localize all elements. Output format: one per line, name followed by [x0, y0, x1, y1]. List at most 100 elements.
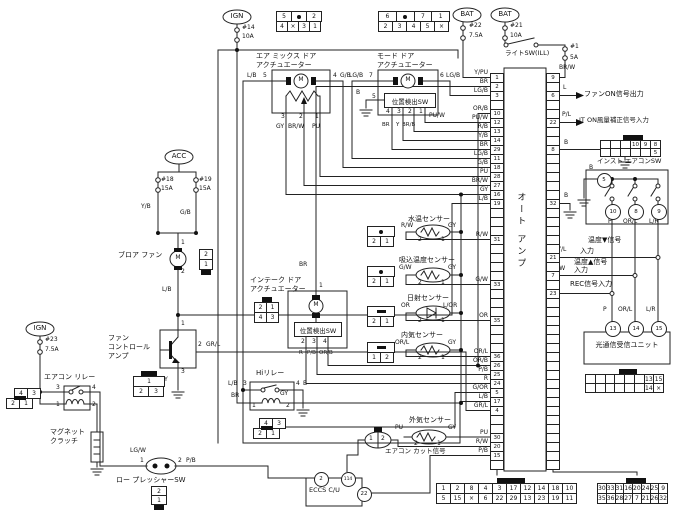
- airmix-motor: [293, 73, 309, 89]
- wire-color-label: GY: [448, 222, 457, 229]
- pin-number: 2: [301, 338, 305, 345]
- connector-hi-relay-tab: [261, 426, 273, 430]
- ac-relay-label: エアコン リレー: [44, 373, 96, 381]
- pin-number: 3: [281, 113, 285, 120]
- wire-color-label: BR/W: [471, 177, 488, 184]
- wire-color-label: GY: [280, 390, 289, 397]
- gor-pin5-wire: [279, 392, 491, 428]
- connector-inst-sw-tab: [623, 135, 643, 140]
- wire-color-label: R/W: [401, 222, 414, 229]
- intake-actuator-label: インテーク ドア: [250, 276, 302, 284]
- terminal-circle: 8: [628, 204, 644, 220]
- mode-motor: [400, 73, 416, 89]
- pin-number: 2: [418, 279, 422, 286]
- pin-number: 1: [319, 282, 323, 289]
- acc-source: ACC: [171, 152, 187, 160]
- fuse-14-amp: 10A: [242, 33, 254, 40]
- blower-fan-label: ブロア ファン: [118, 251, 163, 259]
- terminal-circle: 9: [651, 204, 667, 220]
- wire-color-label: R/W: [475, 231, 488, 238]
- connector-sunload-cell: 1: [380, 316, 394, 327]
- connector-fan-amp-tab: [141, 371, 157, 376]
- fan-on-output-label: ファンON信号出力: [584, 90, 644, 98]
- wire-color-label: P/B: [307, 350, 316, 356]
- pin-number: 2: [418, 236, 422, 243]
- wire-color-label: L/R: [649, 218, 659, 225]
- fuse-23: #23: [45, 336, 58, 343]
- terminal-circle: 15: [651, 321, 667, 337]
- wire-color-label: OR: [479, 312, 488, 319]
- fuse-19-amp: 15A: [199, 185, 211, 192]
- wire-color-label: BR: [479, 141, 488, 148]
- wire-color-label: BR: [299, 261, 308, 268]
- pin-number: 4: [386, 108, 390, 115]
- ac-relay-coil: [65, 399, 85, 405]
- pin-number: 1: [315, 113, 319, 120]
- bat-oval: [452, 7, 482, 23]
- pot-wiper-arrow: [301, 97, 307, 104]
- fuse-22-amp: 7.5A: [469, 32, 483, 39]
- inst-ac-sw-label: インスト エアコンSW: [597, 157, 662, 165]
- wire-color-label: LG/B: [349, 72, 364, 79]
- connector-mode-cell: 4: [406, 21, 421, 32]
- wire-color-label: B: [356, 89, 361, 96]
- relay-blade: [71, 384, 277, 391]
- wire-color-label: BR: [382, 122, 390, 128]
- airmix-actuator-label2: アクチュエーター: [256, 61, 312, 69]
- emitter-arrow: [172, 358, 180, 363]
- arrow-fan-on: [576, 92, 584, 99]
- terminal-circle: 22: [356, 486, 372, 502]
- connector-mode-cell: 5: [420, 21, 435, 32]
- terminal-circle: 2: [313, 471, 329, 487]
- hi-relay-coil: [261, 398, 281, 404]
- pin-number: 3: [397, 108, 401, 115]
- connector-sunload-cell: 2: [367, 316, 381, 327]
- connector-fan-amp-cell: 3: [148, 386, 164, 397]
- sunload-diode: [426, 307, 438, 319]
- ac-cut-signal-label: エアコン カット信号: [385, 447, 446, 455]
- motor-label: M: [405, 76, 411, 83]
- wire-color-label: R: [483, 375, 488, 382]
- pin-number: 3: [56, 384, 60, 391]
- fuse-22: #22: [469, 22, 482, 29]
- wire-color-label: GY: [276, 123, 285, 130]
- wire-color-label: LG/W: [130, 447, 146, 454]
- wire-color-label: Y/PU: [474, 69, 488, 76]
- eccs-wires: [346, 439, 491, 494]
- wire-color-label: L: [563, 84, 567, 91]
- sensor-gy-bus: [449, 194, 462, 404]
- bat-oval: [490, 7, 520, 23]
- fuse-18: #18: [161, 176, 174, 183]
- ign-source-2: IGN: [33, 324, 47, 332]
- wire-color-label: Y/B: [478, 132, 488, 139]
- pin-number: 4: [323, 338, 327, 345]
- pin-number: 1: [441, 317, 445, 324]
- sunload-sensor-label: 日射センサー: [407, 294, 449, 302]
- intake-top-wire: [315, 86, 491, 323]
- harness-border: [217, 49, 459, 444]
- transistor-symbol: [159, 329, 179, 369]
- mode-actuator-box: [377, 69, 439, 116]
- connector-amp-a-cell: 11: [562, 493, 577, 504]
- wire-color-label: BR: [479, 78, 488, 85]
- pin-number: 4: [92, 384, 96, 391]
- magnet-clutch-box: [90, 431, 104, 463]
- inside-air-sensor-label: 内気センサー: [401, 331, 443, 339]
- intake-sw-wires: [305, 113, 491, 384]
- magnet-clutch-coil: [93, 439, 101, 455]
- low-pressure-sw-label: ロー プレッシャーSW: [116, 476, 186, 484]
- wire-color-label: R: [299, 350, 303, 356]
- terminal-circle: 10: [605, 204, 621, 220]
- position-detect-sw-box: 位置検出SW: [294, 322, 342, 337]
- connector-amp-a-cell: 15: [450, 493, 465, 504]
- light-sw-label: ライトSW(ILL): [505, 49, 550, 57]
- wire-color-label: L/B: [247, 72, 257, 79]
- auto-amp-pin-left: [490, 460, 504, 470]
- wire-color-label: P: [603, 306, 607, 313]
- wire-color-label: PU: [312, 123, 321, 130]
- connector-blower-tab: [201, 270, 211, 275]
- ign-oval: [25, 321, 55, 337]
- wire-color-label: L/B: [228, 380, 238, 387]
